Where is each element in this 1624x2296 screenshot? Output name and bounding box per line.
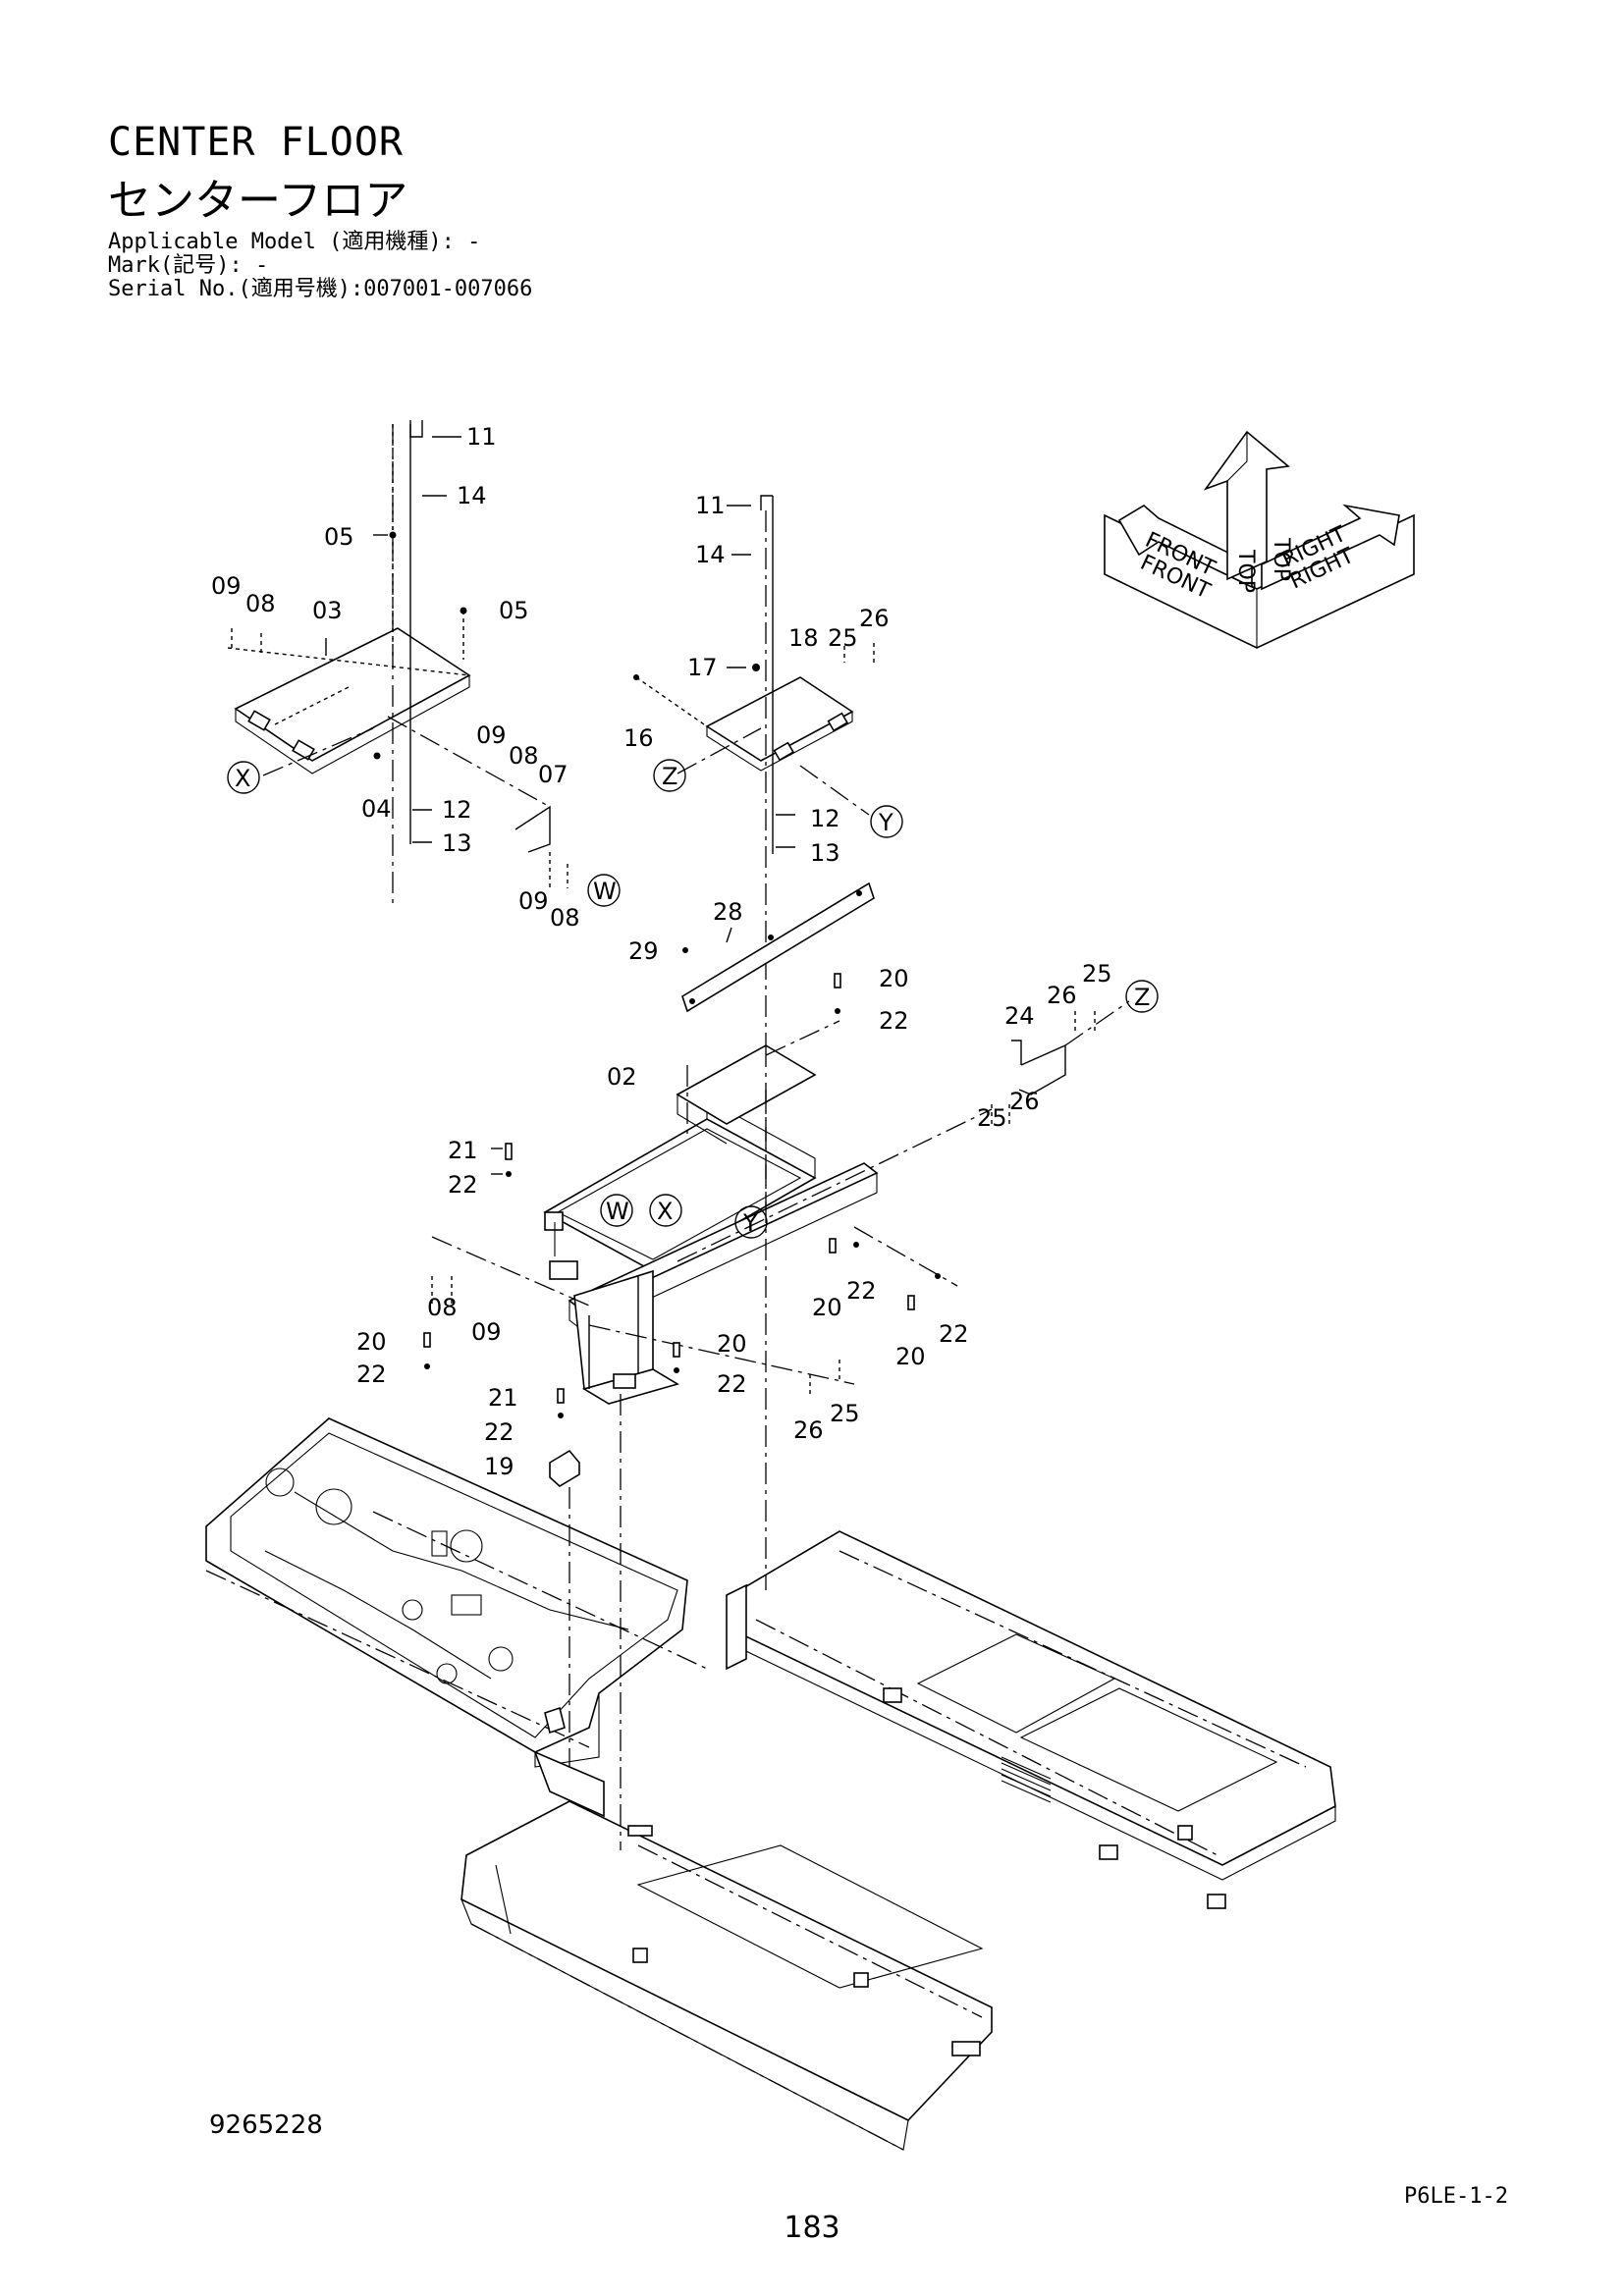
callout-12: 12 bbox=[810, 805, 840, 832]
callout-20: 20 bbox=[717, 1330, 747, 1358]
rod-24 bbox=[991, 1000, 1130, 1124]
marker-circle bbox=[227, 761, 260, 794]
callout-22: 22 bbox=[879, 1007, 909, 1035]
right-arrow-icon bbox=[1261, 504, 1400, 591]
callout-09: 09 bbox=[471, 1318, 502, 1346]
callout-05: 05 bbox=[499, 597, 529, 624]
top-arrow-icon bbox=[1203, 430, 1290, 581]
callout-21: 21 bbox=[488, 1384, 518, 1412]
callout-22: 22 bbox=[846, 1277, 877, 1305]
direction-top-label: TOP bbox=[1233, 549, 1258, 593]
left-floor-panel bbox=[460, 1394, 993, 2151]
mark-line: Mark(記号): - bbox=[108, 253, 269, 278]
right-floor-panel bbox=[726, 1090, 1336, 1909]
marker-w: W bbox=[593, 878, 617, 905]
callout-13: 13 bbox=[810, 839, 840, 867]
callout-19: 19 bbox=[484, 1453, 514, 1480]
marker-x: X bbox=[657, 1198, 673, 1225]
callout-25: 25 bbox=[1082, 960, 1112, 988]
callout-22: 22 bbox=[356, 1361, 387, 1388]
callout-20: 20 bbox=[812, 1294, 842, 1321]
callout-29: 29 bbox=[628, 937, 659, 965]
rod-07 bbox=[514, 805, 551, 853]
callout-26: 26 bbox=[1047, 982, 1077, 1009]
callout-18: 18 bbox=[788, 624, 819, 652]
drawing-number: 9265228 bbox=[209, 2110, 323, 2140]
front-arrow-icon bbox=[1117, 505, 1253, 589]
main-chassis bbox=[205, 1417, 708, 1818]
callout-09: 09 bbox=[518, 887, 549, 915]
callout-26: 26 bbox=[1009, 1088, 1040, 1115]
applicable-model-line: Applicable Model (適用機種): - bbox=[108, 230, 481, 254]
page-title-japanese: センターフロア bbox=[108, 176, 408, 226]
marker-circle bbox=[870, 805, 903, 838]
serial-number-line: Serial No.(適用号機):007001-007066 bbox=[108, 277, 533, 301]
callout-22: 22 bbox=[448, 1171, 478, 1199]
callout-08: 08 bbox=[550, 904, 580, 932]
callout-12: 12 bbox=[442, 796, 472, 824]
floor-plate-18-group bbox=[633, 495, 875, 1090]
marker-circle bbox=[653, 759, 686, 792]
callout-11: 11 bbox=[695, 492, 726, 519]
callout-14: 14 bbox=[695, 541, 726, 568]
reference-markers: X Z Y W Z W X Y bbox=[227, 759, 1159, 1239]
callout-14: 14 bbox=[457, 482, 487, 509]
callout-22: 22 bbox=[717, 1370, 747, 1398]
marker-z: Z bbox=[1134, 984, 1150, 1011]
callout-08: 08 bbox=[509, 742, 539, 770]
marker-circle bbox=[1125, 980, 1159, 1013]
callout-08: 08 bbox=[245, 590, 276, 617]
marker-circle bbox=[587, 874, 621, 907]
callout-22: 22 bbox=[939, 1320, 969, 1348]
callout-03: 03 bbox=[312, 597, 343, 624]
marker-circle bbox=[734, 1205, 768, 1239]
marker-y: Y bbox=[742, 1209, 758, 1237]
floor-plate-03 bbox=[234, 627, 471, 762]
marker-circle bbox=[600, 1194, 633, 1227]
bracket-19 bbox=[549, 1449, 580, 1487]
direction-indicator: TOP TOP FRONT FRONT RIGHT RIGHT bbox=[1104, 430, 1415, 649]
callout-11: 11 bbox=[466, 423, 497, 451]
callout-16: 16 bbox=[623, 724, 654, 752]
callout-26: 26 bbox=[859, 605, 890, 632]
callout-labels: 11 14 05 09 08 03 05 09 08 07 04 12 13 0… bbox=[211, 423, 1112, 1480]
callout-25: 25 bbox=[977, 1104, 1007, 1132]
marker-circle bbox=[649, 1194, 682, 1227]
frame-02 bbox=[431, 1020, 993, 1405]
callout-21: 21 bbox=[448, 1137, 478, 1164]
bar-28 bbox=[681, 881, 875, 1013]
callout-20: 20 bbox=[895, 1343, 926, 1370]
marker-x: X bbox=[235, 765, 250, 792]
callout-07: 07 bbox=[538, 761, 568, 788]
callout-28: 28 bbox=[713, 898, 743, 926]
callout-26: 26 bbox=[793, 1416, 824, 1444]
frame-bolts bbox=[423, 973, 941, 1487]
callout-04: 04 bbox=[361, 795, 392, 823]
callout-20: 20 bbox=[356, 1328, 387, 1356]
marker-w: W bbox=[606, 1198, 629, 1225]
callout-22: 22 bbox=[484, 1418, 514, 1446]
page-code: P6LE-1-2 bbox=[1404, 2184, 1508, 2209]
callout-17: 17 bbox=[687, 654, 718, 681]
callout-09: 09 bbox=[211, 572, 242, 600]
callout-05: 05 bbox=[324, 523, 354, 551]
callout-09: 09 bbox=[476, 721, 507, 749]
callout-25: 25 bbox=[828, 624, 858, 652]
direction-top-label-2: TOP bbox=[1269, 537, 1293, 581]
page-title: CENTER FLOOR bbox=[108, 120, 404, 165]
vent-grille bbox=[1001, 1756, 1052, 1803]
callout-24: 24 bbox=[1004, 1002, 1035, 1030]
marker-z: Z bbox=[662, 763, 677, 790]
callout-08: 08 bbox=[427, 1294, 458, 1321]
callout-13: 13 bbox=[442, 829, 472, 857]
callout-20: 20 bbox=[879, 965, 909, 992]
callout-25: 25 bbox=[830, 1400, 860, 1427]
page-number: 183 bbox=[784, 2211, 840, 2245]
callout-02: 02 bbox=[607, 1063, 637, 1091]
floor-plate-03-group bbox=[227, 420, 568, 908]
marker-y: Y bbox=[878, 809, 893, 836]
